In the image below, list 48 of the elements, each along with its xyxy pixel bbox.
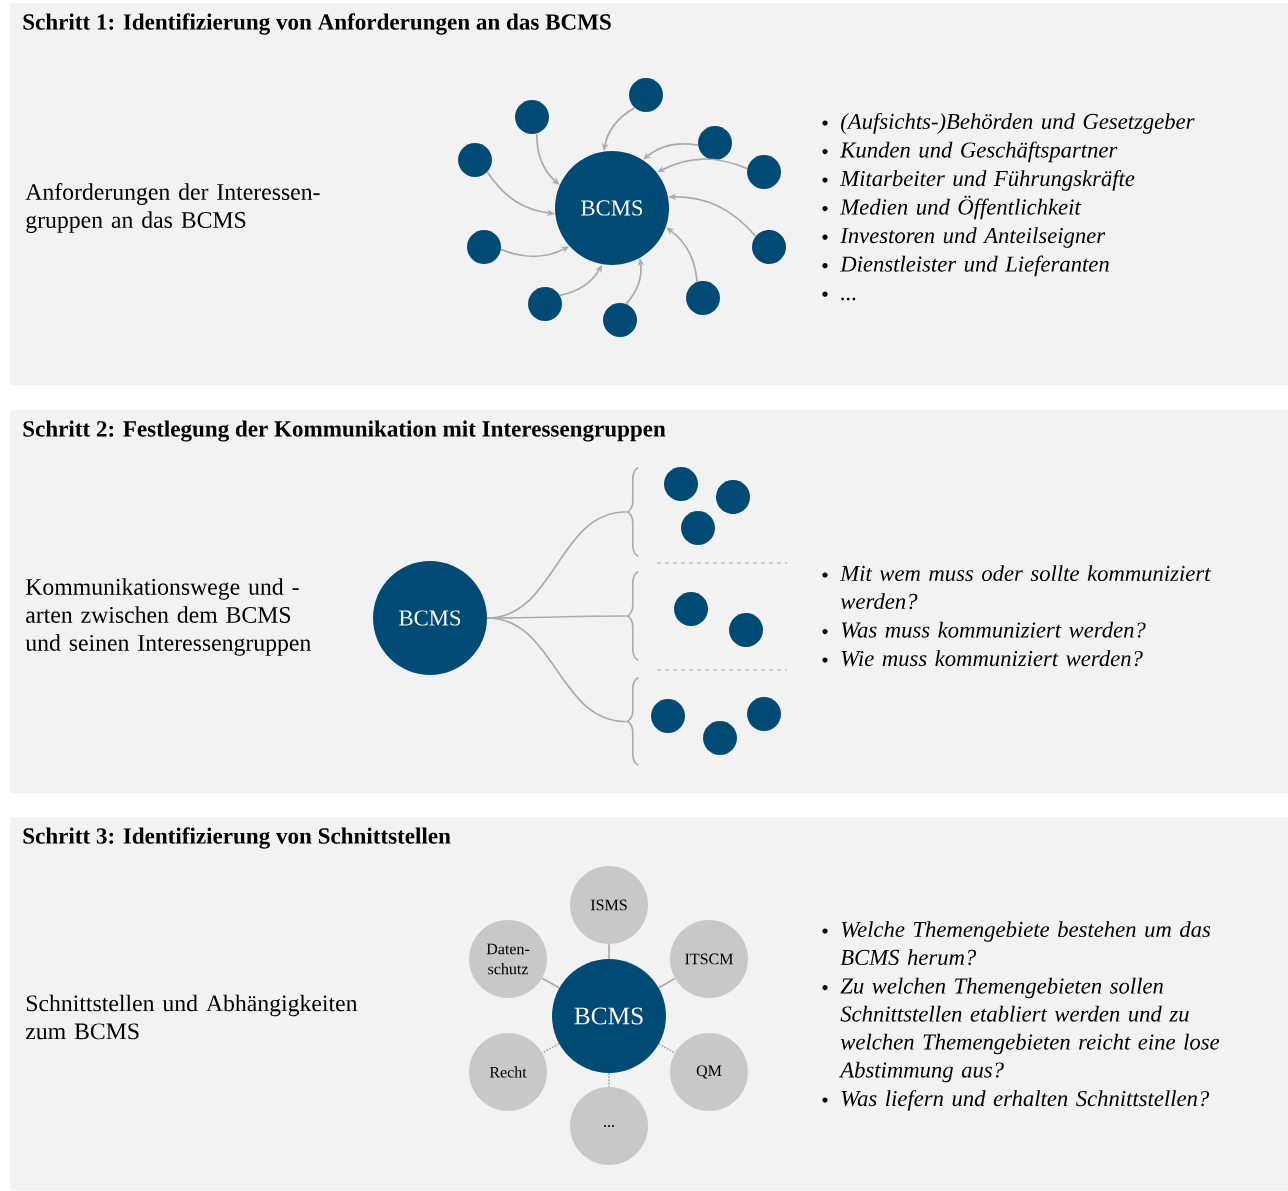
group-circle	[664, 467, 698, 501]
curly-brace	[626, 466, 640, 558]
description-text: Anforderungen der Interessen- gruppen an das BCMS	[25, 183, 320, 233]
group-circle	[716, 480, 750, 514]
bullet-item: Dienstleister und Lieferanten	[840, 255, 1109, 277]
group-circle	[681, 511, 715, 545]
group-circle	[747, 697, 781, 731]
bullet-item: Investoren und Anteilseigner	[840, 227, 1106, 248]
bullet-item: Welche Themengebiete bestehen um das BCMS herum?	[840, 921, 1211, 966]
group-circle	[651, 699, 685, 733]
curly-brace	[626, 570, 640, 662]
connector-line	[658, 1043, 676, 1054]
bullet-item: ...	[841, 297, 856, 301]
curly-brace	[626, 676, 640, 767]
bullet-item: Medien und Öffentlichkeit	[840, 195, 1082, 220]
description-text: Kommunikationswege und -arten zwischen dem BCMS und seinen Interessengruppen	[25, 578, 311, 656]
group-circle	[729, 613, 763, 647]
bullet-item: Kunden und Geschäftspartner	[840, 141, 1118, 163]
bullet-item: Zu welchen Themengebieten sollen Schnittstellen etabliert werden und zu welchen Themengebieten reicht eine lose Abstimmung aus?	[839, 977, 1220, 1083]
branch-line	[486, 617, 627, 723]
connector-line	[541, 1042, 560, 1054]
arrow	[643, 142, 699, 160]
bullet-item: Was muss kommuniziert werden?	[841, 621, 1146, 638]
group-circle	[747, 155, 781, 189]
description-text: Schnittstellen und Abhängigkeiten zum BCMS	[25, 994, 358, 1040]
bullet-item: Wie muss kommuniziert werden?	[841, 650, 1143, 667]
group-circle	[528, 287, 562, 321]
group-circle	[603, 303, 637, 337]
group-circle	[752, 230, 786, 264]
group-circle	[703, 721, 737, 755]
connector-line	[657, 977, 676, 989]
bullet-item: Was liefern und erhalten Schnittstellen?	[841, 1090, 1210, 1111]
step-heading: Schritt 1: Identifizierung von Anforderungen an das BCMS	[23, 13, 611, 35]
connector-line	[608, 943, 610, 960]
connector-line	[608, 1072, 610, 1088]
group-circle	[698, 126, 732, 160]
group-circle	[686, 281, 720, 315]
bullet-item: (Aufsichts-)Behörden und Gesetzgeber	[841, 112, 1195, 134]
group-circle	[515, 100, 549, 134]
bullet-item: Mit wem muss oder sollte kommuniziert werden?	[840, 565, 1211, 610]
group-circle	[674, 592, 708, 626]
step-heading: Schritt 3: Identifizierung von Schnittstellen	[23, 827, 451, 849]
group-circle	[629, 78, 663, 112]
connector-line	[541, 977, 560, 989]
group-circle	[467, 230, 501, 264]
group-circle	[458, 143, 492, 177]
bullet-item: Mitarbeiter und Führungskräfte	[840, 169, 1135, 191]
step-heading: Schritt 2: Festlegung der Kommunikation mit Interessengruppen	[23, 420, 666, 442]
